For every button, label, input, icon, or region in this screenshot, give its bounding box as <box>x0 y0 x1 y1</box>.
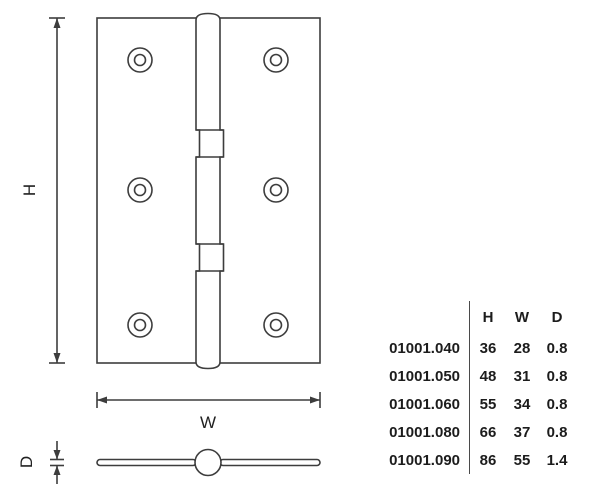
d-dimension-label: D <box>17 456 36 468</box>
cell-w: 37 <box>513 423 531 441</box>
table-row: 01001.080 66 37 0.8 <box>352 418 576 446</box>
cell-h: 66 <box>469 418 506 446</box>
h-dimension-label: H <box>20 184 39 196</box>
cell-h: 48 <box>469 362 506 390</box>
product-code: 01001.040 <box>389 339 460 357</box>
arrowhead-up-icon <box>53 18 61 28</box>
col-header-h: H <box>469 301 506 334</box>
product-code: 01001.090 <box>389 451 460 469</box>
table-row: 01001.050 48 31 0.8 <box>352 362 576 390</box>
arrowhead-up-icon <box>53 465 61 475</box>
cell-w: 55 <box>513 451 531 469</box>
table-row: 01001.060 55 34 0.8 <box>352 390 576 418</box>
product-code: 01001.060 <box>389 395 460 413</box>
screw-hole <box>127 47 153 73</box>
screw-hole <box>263 177 289 203</box>
hinge-pin <box>195 12 225 370</box>
hinge-barrel-circle <box>194 448 222 477</box>
cell-d: 0.8 <box>546 339 568 357</box>
cell-h: 86 <box>469 446 506 474</box>
cell-h: 36 <box>469 334 506 362</box>
header-empty-cell <box>352 301 470 334</box>
table-row: 01001.040 36 28 0.8 <box>352 334 576 362</box>
arrowhead-down-icon <box>53 450 61 460</box>
arrowhead-down-icon <box>53 353 61 363</box>
hinge-side-view <box>96 448 321 477</box>
cell-d: 0.8 <box>546 367 568 385</box>
h-dimension <box>49 17 65 364</box>
cell-d: 0.8 <box>546 423 568 441</box>
d-dimension <box>50 441 64 484</box>
cell-w: 34 <box>513 395 531 413</box>
col-header-d: D <box>551 309 563 326</box>
cell-h: 55 <box>469 390 506 418</box>
product-code: 01001.050 <box>389 367 460 385</box>
cell-d: 0.8 <box>546 395 568 413</box>
spec-table: H W D 01001.040 36 28 0.8 01001.050 48 3… <box>352 301 577 474</box>
hinge-leaf-left <box>96 458 197 467</box>
cell-d: 1.4 <box>546 451 568 469</box>
screw-hole <box>263 312 289 338</box>
hinge-leaf-right <box>219 458 321 467</box>
w-dimension-label: W <box>200 413 216 432</box>
w-dimension <box>96 392 321 408</box>
col-header-w: W <box>514 309 530 326</box>
screw-hole <box>127 177 153 203</box>
arrowhead-left-icon <box>97 396 107 404</box>
screw-hole <box>263 47 289 73</box>
arrowhead-right-icon <box>310 396 320 404</box>
screw-hole <box>127 312 153 338</box>
table-row: 01001.090 86 55 1.4 <box>352 446 576 474</box>
cell-w: 31 <box>513 367 531 385</box>
product-code: 01001.080 <box>389 423 460 441</box>
hinge-front-view <box>96 12 321 370</box>
cell-w: 28 <box>513 339 531 357</box>
table-header-row: H W D <box>352 301 576 334</box>
